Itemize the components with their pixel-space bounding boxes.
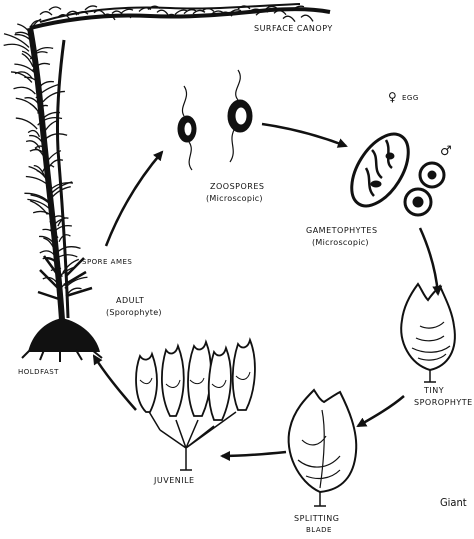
kelp-blades xyxy=(4,6,313,296)
female-symbol: ♀ xyxy=(388,90,397,104)
kelp-blade xyxy=(16,118,37,129)
label-adult-sub: (Sporophyte) xyxy=(106,308,162,317)
zoospore-right xyxy=(228,70,252,162)
label-egg: EGG xyxy=(402,94,419,102)
label-spore-ames: SPORE AMES xyxy=(82,258,132,266)
canopy-frond xyxy=(301,15,313,21)
caption-giant: Giant xyxy=(440,496,467,509)
label-surface-canopy: SURFACE CANOPY xyxy=(254,24,333,33)
juvenile-kelp xyxy=(136,340,255,470)
label-zoospores-sub: (Microscopic) xyxy=(206,194,263,203)
arrow-zoospores-to-gametophytes xyxy=(262,124,346,146)
arrow-splitting-to-juvenile xyxy=(222,452,286,456)
label-tiny: TINY xyxy=(424,386,444,395)
zoospore-left xyxy=(178,86,196,170)
label-juvenile: JUVENILE xyxy=(154,476,195,485)
label-holdfast: HOLDFAST xyxy=(18,368,59,376)
kelp-blade xyxy=(44,134,67,141)
label-gametophytes: GAMETOPHYTES xyxy=(306,226,378,235)
arrow-adult-to-zoospores xyxy=(106,152,162,246)
canopy-frond xyxy=(121,9,133,13)
arrow-tiny-to-splitting xyxy=(358,396,404,426)
label-zoospores: ZOOSPORES xyxy=(210,182,264,191)
canopy-frond xyxy=(283,16,295,21)
kelp-blade xyxy=(4,44,29,51)
label-splitting: SPLITTING xyxy=(294,514,339,523)
label-blade: BLADE xyxy=(306,526,332,534)
zoospores xyxy=(178,70,252,170)
arrow-gametophytes-to-tiny-sporophyte xyxy=(420,228,438,294)
adult-kelp-plant xyxy=(4,4,330,320)
label-adult: ADULT xyxy=(116,296,144,305)
kelp-blade xyxy=(56,247,80,254)
holdfast xyxy=(22,318,102,362)
label-gametophytes-sub: (Microscopic) xyxy=(312,238,369,247)
male-symbol: ♂ xyxy=(440,144,452,159)
gametophytes xyxy=(340,124,444,215)
kelp-blade xyxy=(43,91,65,101)
label-sporophyte: SPOROPHYTE xyxy=(414,398,473,407)
tiny-sporophyte xyxy=(401,284,455,382)
arrow-juvenile-to-adult xyxy=(94,356,136,410)
canopy-frond xyxy=(49,7,61,10)
splitting-blade xyxy=(289,390,357,506)
canopy-frond xyxy=(40,12,52,15)
kelp-blade xyxy=(14,87,36,94)
canopy-frond xyxy=(85,6,97,10)
